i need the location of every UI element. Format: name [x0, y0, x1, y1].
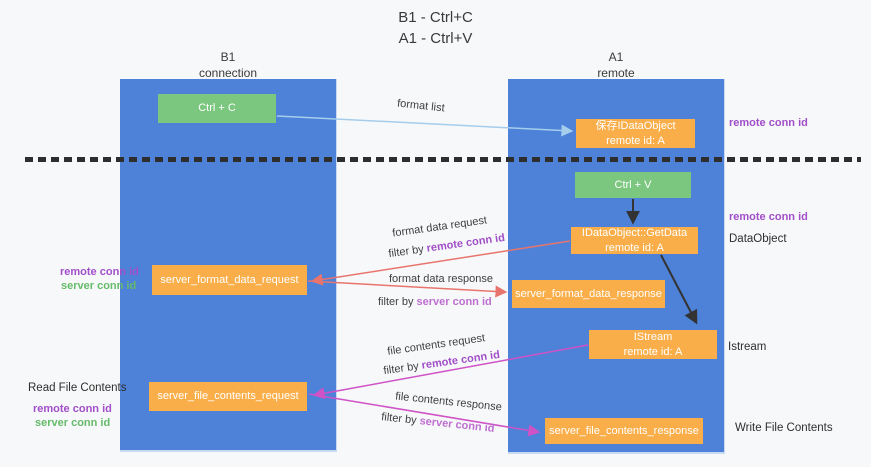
node-server-file-contents-request: server_file_contents_request: [149, 382, 307, 411]
side-label-read-file-contents: Read File Contents: [28, 382, 127, 394]
lane-b1-role: connection: [198, 65, 258, 80]
side-label-istream: Istream: [728, 341, 767, 353]
node-ctrl-c: Ctrl + C: [158, 94, 276, 123]
side-label-remote-conn-id-left1: remote conn id: [60, 266, 139, 278]
lane-header-a1: A1 remote: [508, 50, 724, 81]
side-label-dataobject: DataObject: [729, 233, 787, 245]
node-server-file-contents-request-label: server_file_contents_request: [157, 390, 299, 403]
node-save-idataobject-line1: 保存IDataObject: [595, 120, 676, 133]
node-server-format-data-request: server_format_data_request: [152, 265, 307, 295]
node-server-format-data-request-label: server_format_data_request: [160, 273, 299, 286]
node-istream-line2: remote id: A: [623, 345, 683, 358]
filter-by-text: filter by: [378, 296, 414, 308]
node-istream-line1: IStream: [633, 331, 673, 344]
edge-label-format-data-response: format data response: [389, 273, 493, 285]
title-line-1: B1 - Ctrl+C: [398, 9, 473, 26]
side-label-server-conn-id-left1: server conn id: [61, 280, 137, 292]
edge-label-file-contents-response: file contents response: [394, 390, 503, 414]
edge-label-filter-server-1: filter by server conn id: [378, 296, 492, 308]
node-server-format-data-response: server_format_data_response: [512, 280, 665, 308]
filter-by-text: filter by: [382, 360, 420, 378]
side-label-remote-conn-id-left2: remote conn id: [33, 403, 112, 415]
diagram-title: B1 - Ctrl+C A1 - Ctrl+V: [0, 7, 871, 49]
side-label-write-file-contents: Write File Contents: [735, 422, 833, 434]
node-server-file-contents-response: server_file_contents_response: [545, 418, 703, 444]
side-label-server-conn-id-left2: server conn id: [35, 417, 111, 429]
remote-conn-id-text: remote conn id: [425, 231, 506, 255]
title-line-2: A1 - Ctrl+V: [398, 30, 473, 47]
side-label-remote-conn-id-top: remote conn id: [729, 117, 808, 129]
remote-conn-id-text: remote conn id: [420, 348, 501, 372]
filter-by-text: filter by: [387, 243, 425, 261]
lane-a1-name: A1: [608, 50, 624, 64]
node-idataobject-getdata-line2: remote id: A: [605, 241, 664, 254]
node-ctrl-c-label: Ctrl + C: [198, 102, 236, 115]
node-istream: IStream remote id: A: [589, 330, 717, 359]
server-conn-id-text: server conn id: [416, 296, 492, 308]
node-server-file-contents-response-label: server_file_contents_response: [549, 424, 699, 437]
lane-header-b1: B1 connection: [120, 50, 336, 81]
edge-label-format-list: format list: [396, 97, 446, 115]
filter-by-text: filter by: [380, 411, 418, 427]
lane-b1-name: B1: [220, 50, 236, 64]
node-server-format-data-response-label: server_format_data_response: [515, 287, 662, 300]
node-ctrl-v-label: Ctrl + V: [614, 178, 652, 191]
node-save-idataobject-line2: remote id: A: [606, 134, 665, 147]
node-save-idataobject: 保存IDataObject remote id: A: [576, 119, 695, 148]
side-label-remote-conn-id-mid: remote conn id: [729, 211, 808, 223]
node-ctrl-v: Ctrl + V: [575, 172, 691, 198]
server-conn-id-text: server conn id: [419, 415, 496, 435]
session-separator-line: [25, 157, 861, 162]
edge-label-filter-server-2: filter by server conn id: [381, 411, 495, 435]
node-idataobject-getdata: IDataObject::GetData remote id: A: [571, 227, 698, 254]
node-idataobject-getdata-line1: IDataObject::GetData: [581, 227, 688, 240]
lane-a1-role: remote: [597, 65, 635, 80]
